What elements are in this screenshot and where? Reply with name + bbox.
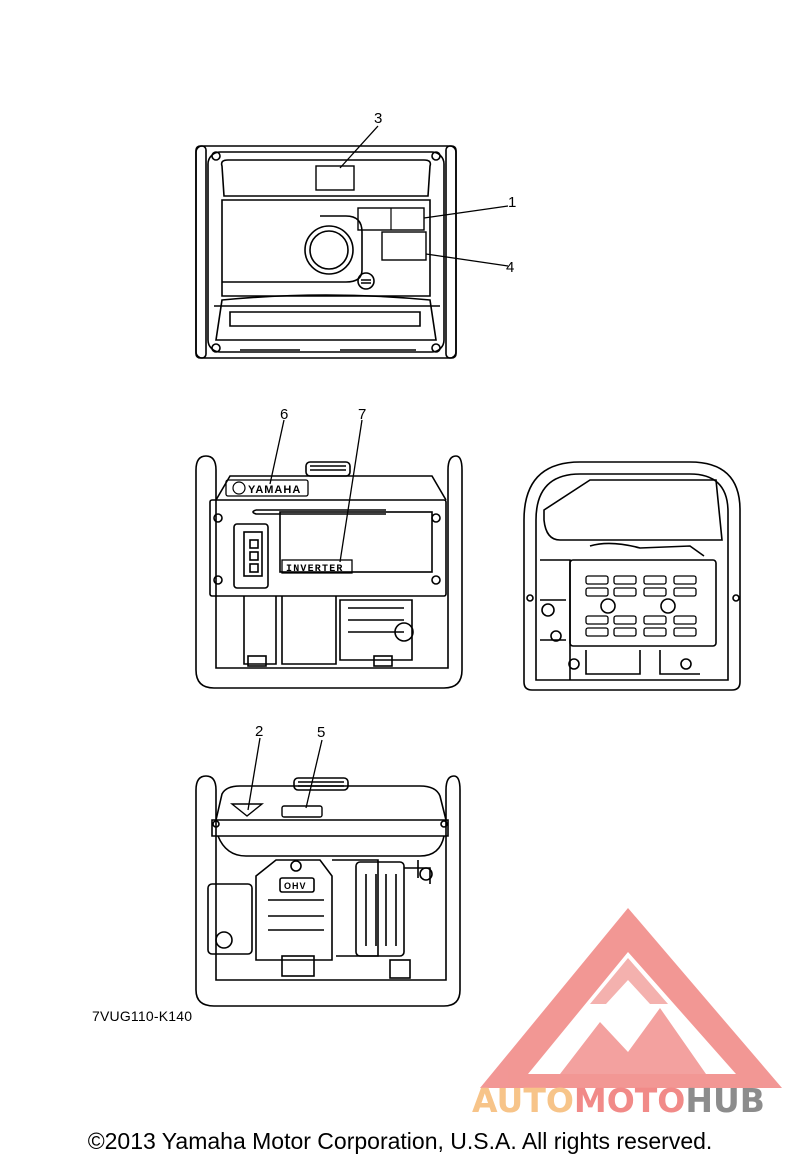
watermark-moto: MOTO [574, 1081, 685, 1120]
callout-4: 4 [506, 259, 514, 276]
copyright-notice: ©2013 Yamaha Motor Corporation, U.S.A. A… [87, 1128, 713, 1154]
generator-engine-side-view [195, 775, 461, 1007]
inverter-badge-text: INVERTER [286, 564, 344, 575]
label-plate-3 [315, 165, 355, 191]
callout-7: 7 [358, 406, 366, 423]
label-plate-7 [281, 559, 353, 574]
generator-front-panel-view [195, 145, 457, 359]
label-plate-4 [381, 231, 427, 261]
yamaha-badge-text: YAMAHA [248, 484, 301, 496]
watermark-hub: HUB [685, 1081, 765, 1120]
callout-leader-lines [247, 125, 509, 811]
right-side-vent-grid [585, 575, 697, 637]
label-plate-6 [225, 479, 309, 497]
diagram-part-code: 7VUG110-K140 [92, 1008, 193, 1024]
ohv-badge-text: OHV [284, 881, 307, 891]
label-plate-2 [230, 803, 264, 817]
generator-right-side-view [523, 461, 741, 691]
callout-1: 1 [508, 194, 516, 211]
callout-6: 6 [280, 406, 288, 423]
label-plate-5 [281, 805, 323, 818]
callout-5: 5 [317, 724, 325, 741]
generator-control-side-view [195, 455, 463, 689]
watermark-auto: AUTO [472, 1081, 574, 1120]
callout-2: 2 [255, 723, 263, 740]
callout-3: 3 [374, 110, 382, 127]
watermark-wordmark: AUTOMOTOHUB [472, 1081, 765, 1120]
watermark-logo-mark [480, 908, 782, 1088]
